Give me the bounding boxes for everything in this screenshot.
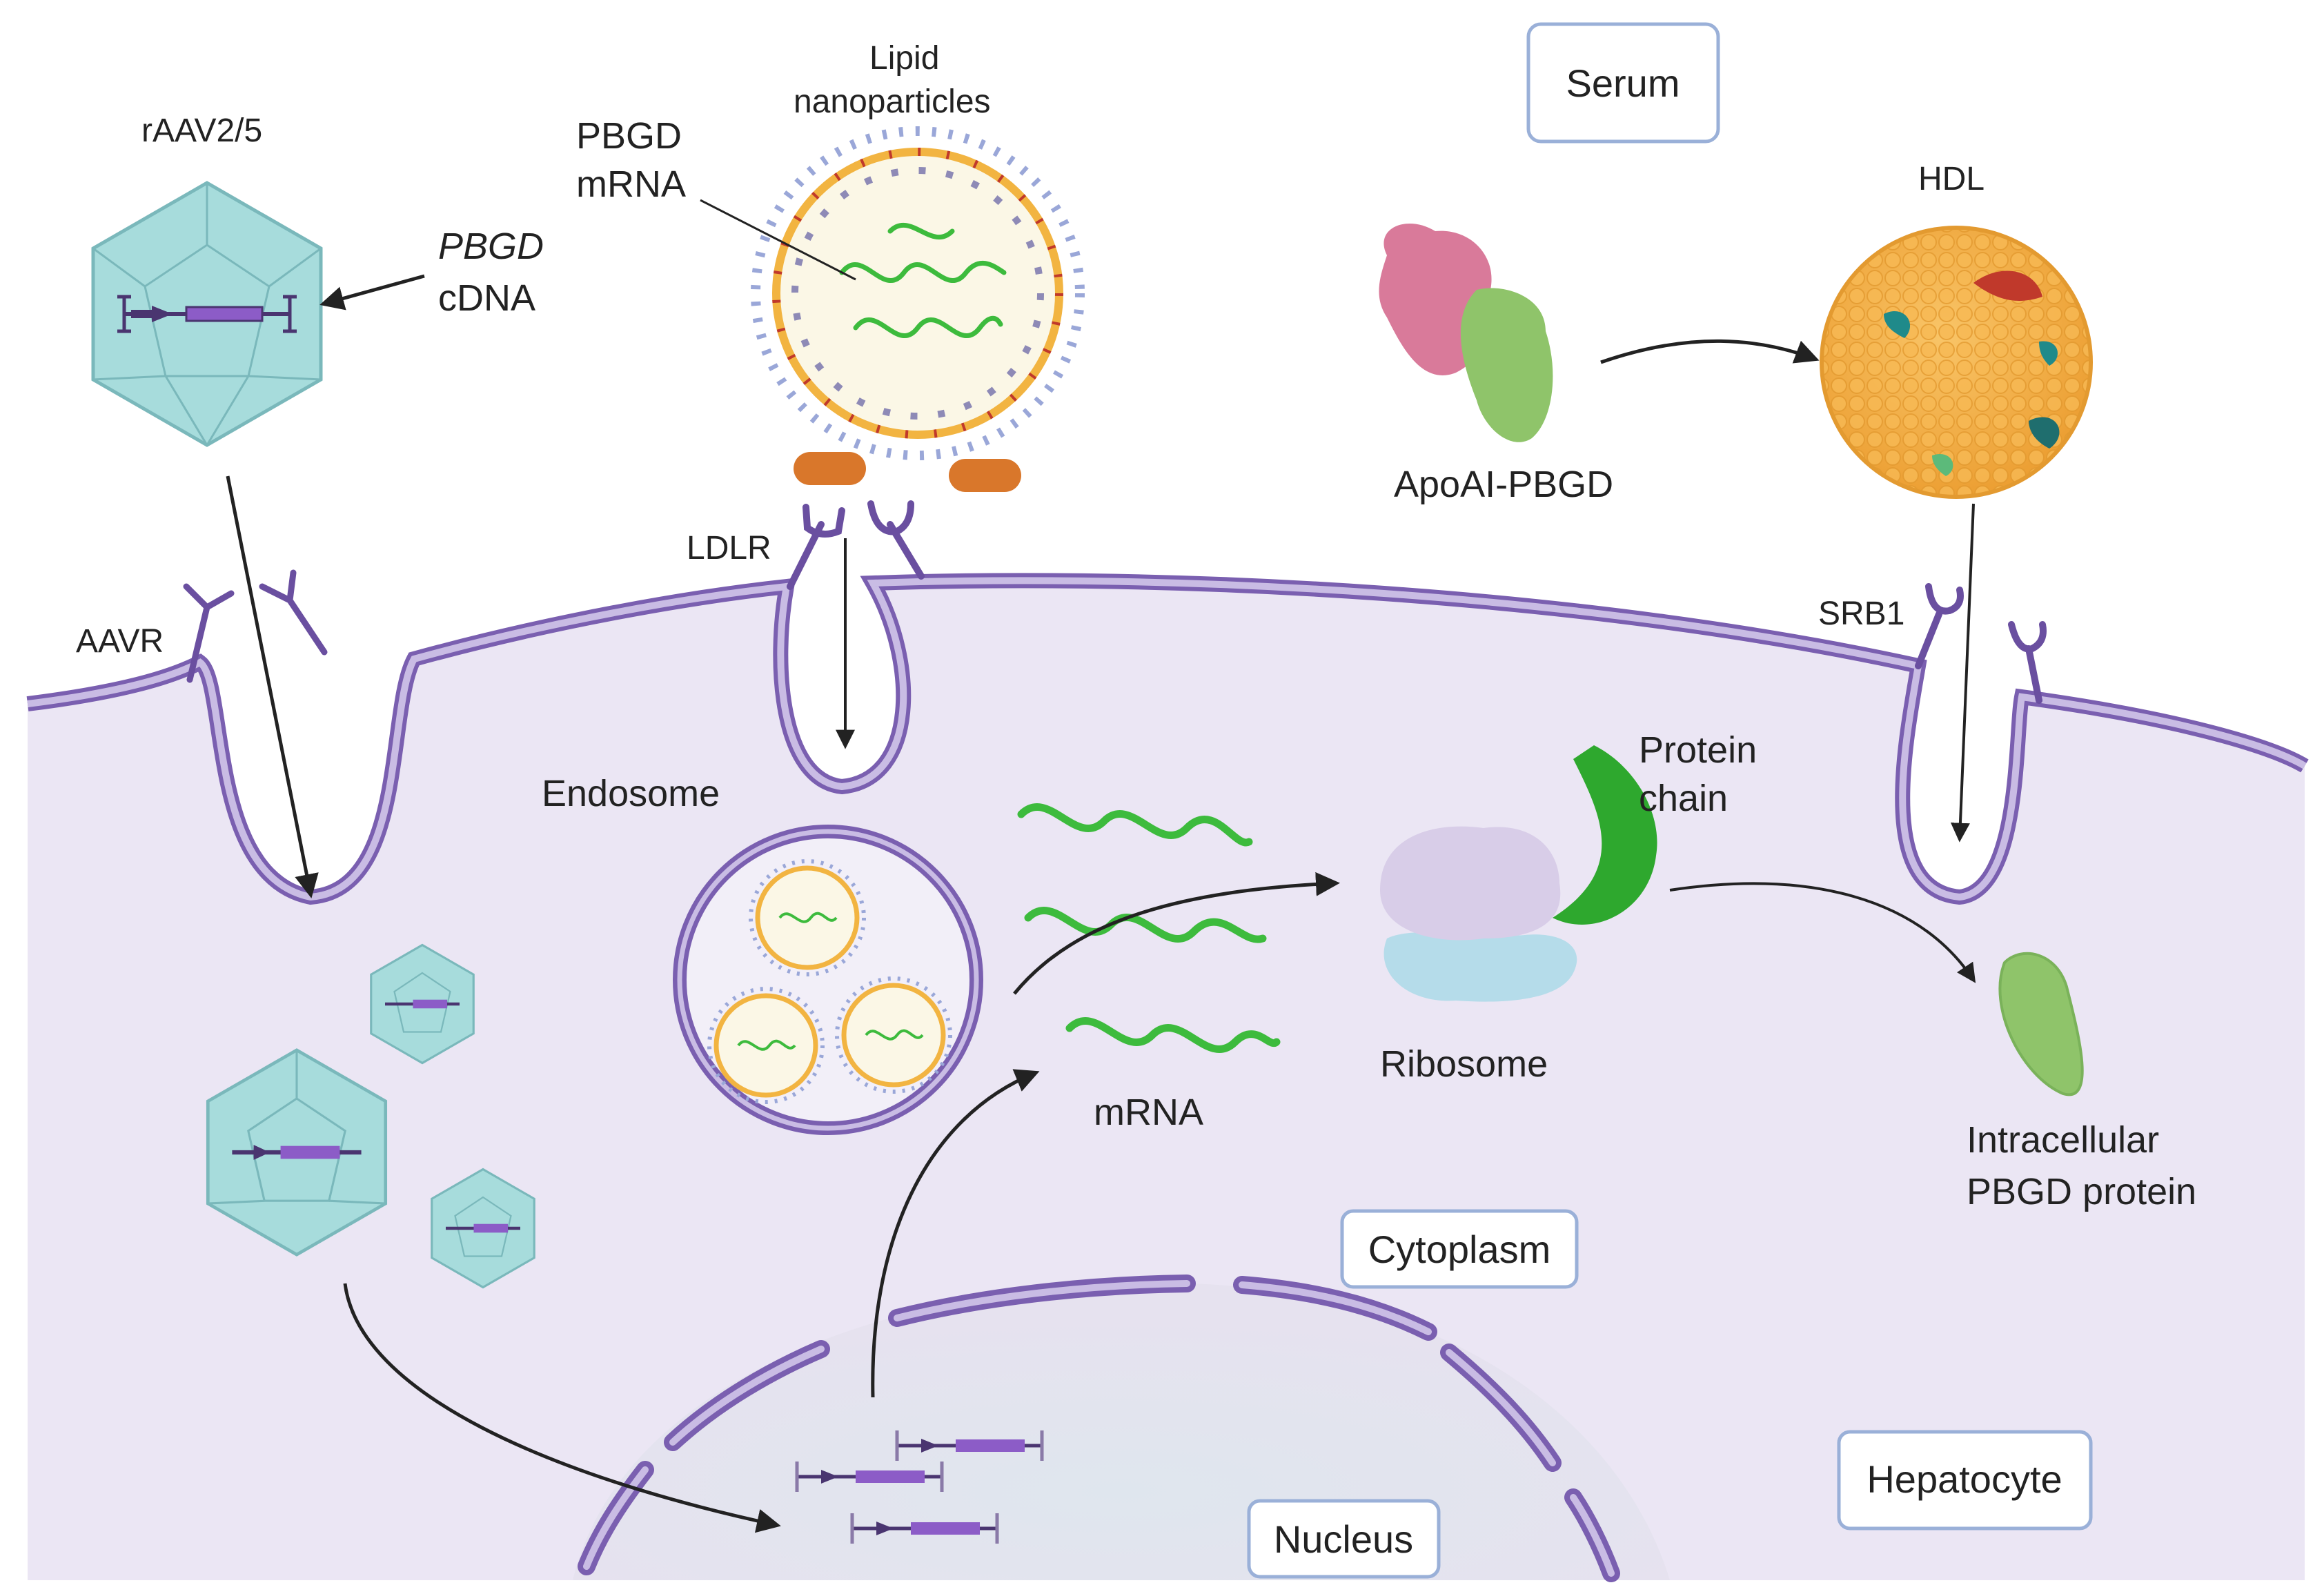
cytoplasm-box: Cytoplasm	[1340, 1209, 1579, 1289]
raav-entry-arrow	[226, 475, 319, 898]
mrna-pointer-line	[700, 199, 856, 281]
pbgd-mrna-label-line1: PBGD	[576, 115, 682, 157]
lnp-apolipoprotein-2	[949, 459, 1021, 492]
mrna-label: mRNA	[1094, 1092, 1203, 1133]
mrna-strands	[1017, 803, 1281, 1053]
lipid-nanoparticle	[751, 126, 1085, 460]
apoai-pbgd-fusion	[1379, 223, 1553, 442]
endosome-lnp-1	[749, 859, 866, 976]
raav-capsid-small-2	[431, 1168, 535, 1289]
intracellular-label-line1: Intracellular	[1967, 1119, 2159, 1161]
aavr-receptors	[183, 569, 328, 683]
raav-capsid-medium	[206, 1048, 388, 1257]
cytoplasm-area	[28, 580, 2305, 1581]
pbgd-cdna-label-gene: PBGD	[438, 226, 544, 267]
intracellular-pbgd-protein	[1998, 952, 2084, 1096]
intracellular-label-line2: PBGD protein	[1967, 1171, 2196, 1212]
lipid-label-line2: nanoparticles	[794, 83, 991, 120]
protein-folding-arrow	[1669, 882, 1976, 983]
serum-box: Serum	[1526, 22, 1720, 144]
episome-1	[895, 1430, 1044, 1461]
hdl-label: HDL	[1918, 161, 1985, 197]
pbgd-mrna-label-line2: mRNA	[576, 164, 686, 205]
hdl-entry-arrow	[1950, 503, 1975, 843]
episome-3	[850, 1513, 999, 1544]
apoai-label: ApoAI-PBGD	[1394, 464, 1613, 505]
aavr-label: AAVR	[76, 623, 164, 660]
protein-chain-label-line2: chain	[1639, 778, 1728, 819]
raav-capsid-small-1	[370, 943, 475, 1065]
lipid-label-line1: Lipid	[869, 40, 939, 77]
endosome-lnp-3	[835, 976, 952, 1094]
nucleus-box: Nucleus	[1247, 1499, 1441, 1579]
transcription-arrow	[871, 1069, 1040, 1398]
raav-capsid-large	[91, 181, 323, 447]
ldlr-label: LDLR	[687, 530, 771, 567]
cdna-pointer-arrow	[319, 274, 425, 311]
endosome	[673, 825, 983, 1135]
endosome-label: Endosome	[542, 773, 720, 814]
nucleus-label: Nucleus	[1274, 1517, 1413, 1561]
hdl-particle	[1820, 226, 2093, 499]
hepatocyte-box: Hepatocyte	[1837, 1430, 2093, 1531]
episome-2	[795, 1462, 944, 1492]
hdl-assembly-arrow	[1600, 339, 1820, 364]
endosome-lnp-2	[707, 987, 825, 1104]
protein-chain	[1553, 745, 1657, 925]
hepatocyte-label: Hepatocyte	[1867, 1457, 2062, 1501]
translation-arrow	[1013, 872, 1340, 995]
pbgd-cdna-label: cDNA	[438, 277, 535, 319]
ribosome	[1380, 826, 1577, 1002]
srb1-receptors	[1915, 583, 2047, 704]
raav-label: rAAV2/5	[141, 112, 262, 149]
ldlr-receptors	[787, 500, 925, 590]
serum-label: Serum	[1566, 61, 1680, 105]
lnp-apolipoprotein-1	[794, 452, 866, 485]
srb1-label: SRB1	[1818, 596, 1904, 632]
nuclear-entry-arrow	[343, 1283, 781, 1533]
pbgd-cdna-cassette	[117, 295, 297, 333]
protein-chain-label-line1: Protein	[1639, 729, 1757, 771]
cytoplasm-label: Cytoplasm	[1368, 1228, 1551, 1271]
ribosome-label: Ribosome	[1380, 1043, 1548, 1085]
